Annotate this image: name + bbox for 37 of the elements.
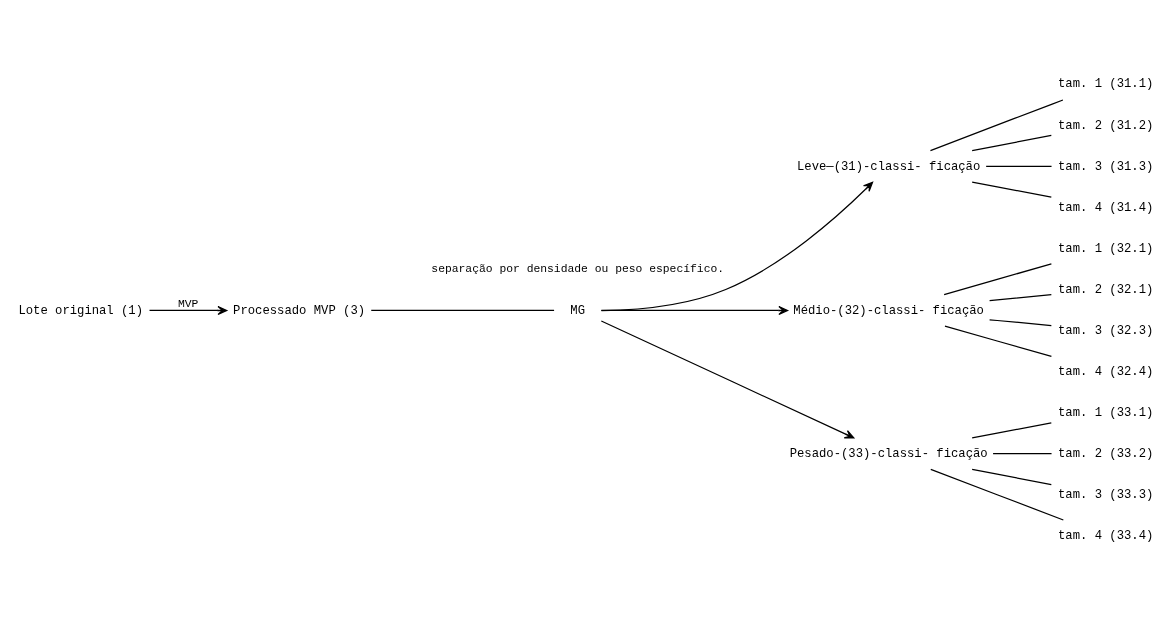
node-text: tam. 2 (31.2) xyxy=(1058,118,1154,133)
node-text: Médio-(32)-classi- ficação xyxy=(793,303,984,318)
node-text: MG xyxy=(570,303,586,318)
connector xyxy=(370,309,555,312)
node-text: Pesado-(33)-classi- ficação xyxy=(789,446,988,461)
node-text: tam. 4 (32.4) xyxy=(1058,364,1154,379)
node-text: tam. 1 (31.1) xyxy=(1058,77,1154,92)
arrow xyxy=(600,320,855,439)
connector xyxy=(930,468,1064,521)
node-text: tam. 4 (33.4) xyxy=(1058,529,1154,544)
node-text: tam. 3 (32.3) xyxy=(1058,323,1154,338)
connector xyxy=(989,319,1052,327)
node-text: Processado MVP (3) xyxy=(233,303,366,318)
node-text: Lote original (1) xyxy=(18,303,144,318)
connector xyxy=(992,453,1053,455)
connector xyxy=(971,134,1052,152)
connector xyxy=(943,263,1052,296)
connector xyxy=(929,99,1064,152)
connector xyxy=(985,165,1053,167)
arrow xyxy=(600,181,874,312)
connector xyxy=(971,422,1052,439)
node-text: Leve—(31)-classi- ficação xyxy=(796,159,981,174)
edge-label: MVP xyxy=(177,298,199,311)
node-text: tam. 1 (32.1) xyxy=(1058,241,1154,256)
connector xyxy=(944,325,1053,358)
arrow xyxy=(148,305,228,315)
node-text: tam. 3 (33.3) xyxy=(1058,487,1154,502)
connector xyxy=(989,294,1052,302)
node-text: tam. 3 (31.3) xyxy=(1058,159,1154,174)
node-text: tam. 1 (33.1) xyxy=(1058,405,1154,420)
node-text: tam. 2 (33.2) xyxy=(1058,446,1154,461)
connector xyxy=(971,181,1052,198)
label: separação por densidade ou peso específico. xyxy=(431,263,725,276)
arrow xyxy=(600,305,789,315)
node-text: tam. 2 (32.1) xyxy=(1058,282,1154,297)
node-text: tam. 4 (31.4) xyxy=(1058,200,1154,215)
connector xyxy=(971,468,1052,486)
